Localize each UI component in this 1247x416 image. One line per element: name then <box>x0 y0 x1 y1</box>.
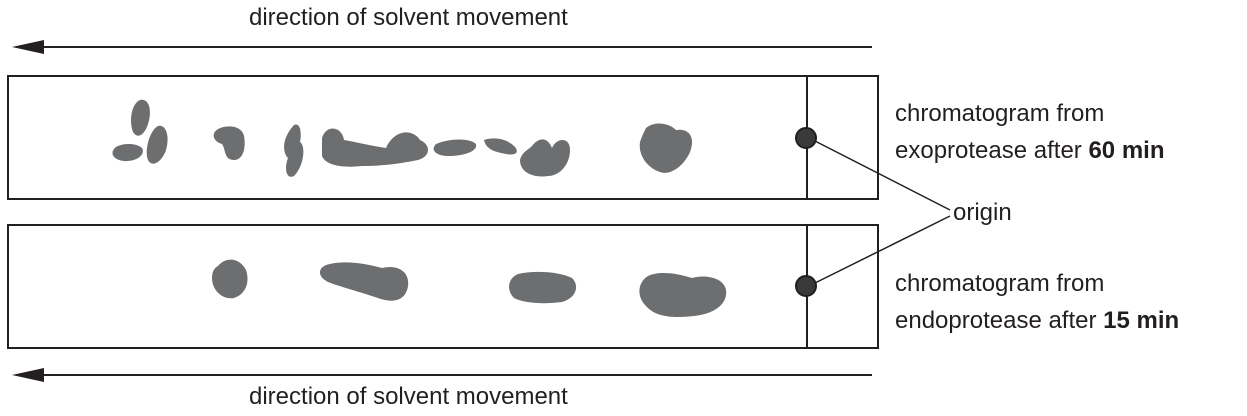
bottom-chromatogram-time: 15 min <box>1103 307 1180 334</box>
top-arrow-label: direction of solvent movement <box>249 4 568 31</box>
spot <box>509 271 577 304</box>
spot <box>146 125 168 164</box>
spot <box>112 143 143 162</box>
spot <box>433 139 477 156</box>
spot <box>212 259 248 299</box>
top-chromatogram-label-line2: exoprotease after 60 min <box>895 136 1164 166</box>
bottom-solvent-arrow <box>12 368 872 382</box>
top-chromatogram-strip <box>7 75 879 200</box>
spot <box>284 124 304 177</box>
spot <box>639 123 693 173</box>
bottom-arrow-label: direction of solvent movement <box>249 383 568 410</box>
bottom-chromatogram-label-line2: endoprotease after 15 min <box>895 306 1179 336</box>
spot <box>520 139 570 177</box>
origin-leader-top <box>814 140 951 211</box>
origin-leader-bottom <box>814 215 951 284</box>
spot <box>131 99 150 136</box>
bottom-chromatogram-label-prefix: endoprotease after <box>895 307 1104 334</box>
spot <box>322 128 428 167</box>
bottom-chromatogram-label-line1: chromatogram from <box>895 270 1105 297</box>
top-spots <box>112 99 693 177</box>
top-chromatogram-label-prefix: exoprotease after <box>895 137 1089 164</box>
bottom-chromatogram-strip <box>7 224 879 349</box>
top-solvent-arrow <box>12 40 872 54</box>
bottom-origin-dot <box>795 275 817 297</box>
spot <box>319 262 409 301</box>
top-origin-dot <box>795 127 817 149</box>
spot <box>639 272 727 317</box>
top-chromatogram-label-line1: chromatogram from <box>895 100 1105 127</box>
spot <box>484 138 517 155</box>
top-chromatogram-time: 60 min <box>1088 137 1165 164</box>
origin-label: origin <box>953 199 1012 226</box>
spot <box>213 126 245 160</box>
bottom-spots <box>212 259 727 317</box>
